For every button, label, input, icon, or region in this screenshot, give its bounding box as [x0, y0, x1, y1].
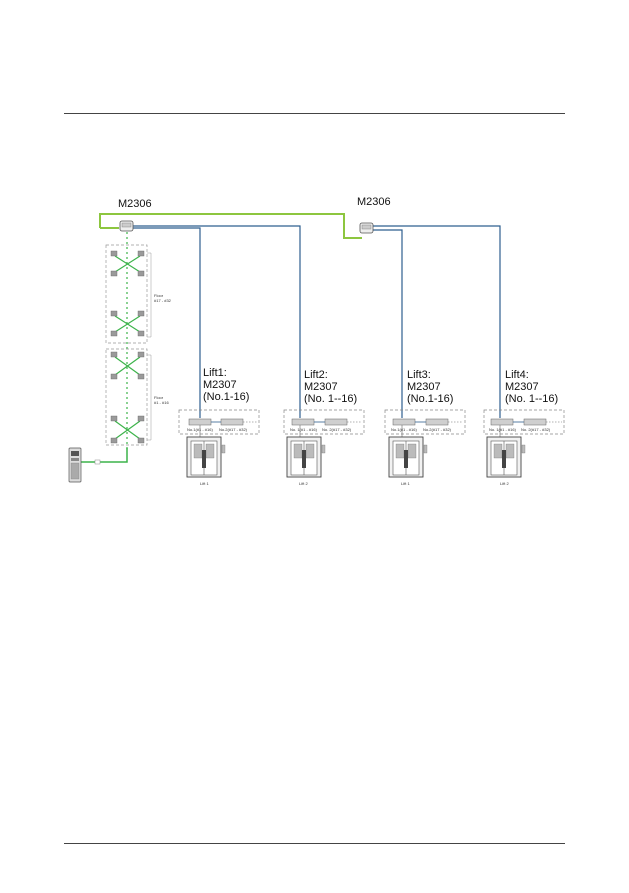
floor-group-lower [105, 348, 152, 446]
bottom-rule [64, 843, 565, 844]
relay-box-lift1 [178, 409, 260, 435]
relay-label-lift2-b: No. 2(#17 - #32) [322, 427, 352, 432]
lift-car-label-1: Lift 1 [200, 481, 209, 486]
relay-box-lift3 [384, 409, 466, 435]
label-m2306-left: M2306 [118, 198, 152, 210]
cross-lower-1 [114, 356, 141, 376]
relay-label-lift4-b: No. 2(#17 - #32) [521, 427, 551, 432]
relay-label-lift3-b: No.2(#17 - #32) [423, 427, 452, 432]
lift-car-label-4: Lift 2 [500, 481, 509, 486]
relay-box-lift4 [483, 409, 565, 435]
label-lift3: Lift3: M2307 (No.1-16) [407, 369, 454, 405]
relay-label-lift4-a: No. 1(#1 - #16) [489, 427, 516, 432]
line-lift2 [132, 225, 301, 418]
label-lift2: Lift2: M2307 (No. 1--16) [304, 369, 358, 405]
relay-label-lift2-a: No. 1(#1 - #16) [290, 427, 317, 432]
label-floor-upper: Floor #17 - #32 [154, 293, 171, 303]
relay-label-lift1-b: No.2(#17 - #32) [219, 427, 248, 432]
cross-upper-2 [114, 315, 141, 333]
door-station [68, 447, 82, 483]
m2306-device-left [119, 220, 134, 232]
lift-car-label-3: Lift 1 [401, 481, 410, 486]
network-lines [99, 213, 362, 239]
lift-car-4 [486, 425, 526, 478]
line-lift1 [132, 227, 201, 418]
m2306-device-right [359, 222, 374, 234]
lift-car-1 [186, 425, 226, 478]
door-station-connector [94, 459, 101, 465]
door-station-line [81, 448, 128, 463]
lift-car-label-2: Lift 2 [299, 481, 308, 486]
line-lift4 [372, 225, 501, 418]
rs485-lines [132, 225, 501, 418]
relay-label-lift3-a: No.1(#1 - #16) [391, 427, 417, 432]
lift-car-3 [388, 425, 428, 478]
label-lift1: Lift1: M2307 (No.1-16) [203, 367, 250, 403]
relay-label-lift1-a: No.1(#1 - #16) [187, 427, 213, 432]
label-floor-lower: Floor #1 - #16 [154, 395, 169, 405]
relay-box-lift2 [283, 409, 365, 435]
floor-group-upper [105, 244, 152, 344]
cross-upper-1 [114, 255, 141, 273]
network-line-top [99, 213, 362, 239]
label-m2306-right: M2306 [357, 196, 391, 208]
top-rule [64, 113, 565, 114]
cross-lower-2 [114, 420, 141, 440]
lift-car-2 [286, 425, 326, 478]
label-lift4: Lift4: M2307 (No. 1--16) [505, 369, 559, 405]
line-lift3 [372, 229, 403, 418]
